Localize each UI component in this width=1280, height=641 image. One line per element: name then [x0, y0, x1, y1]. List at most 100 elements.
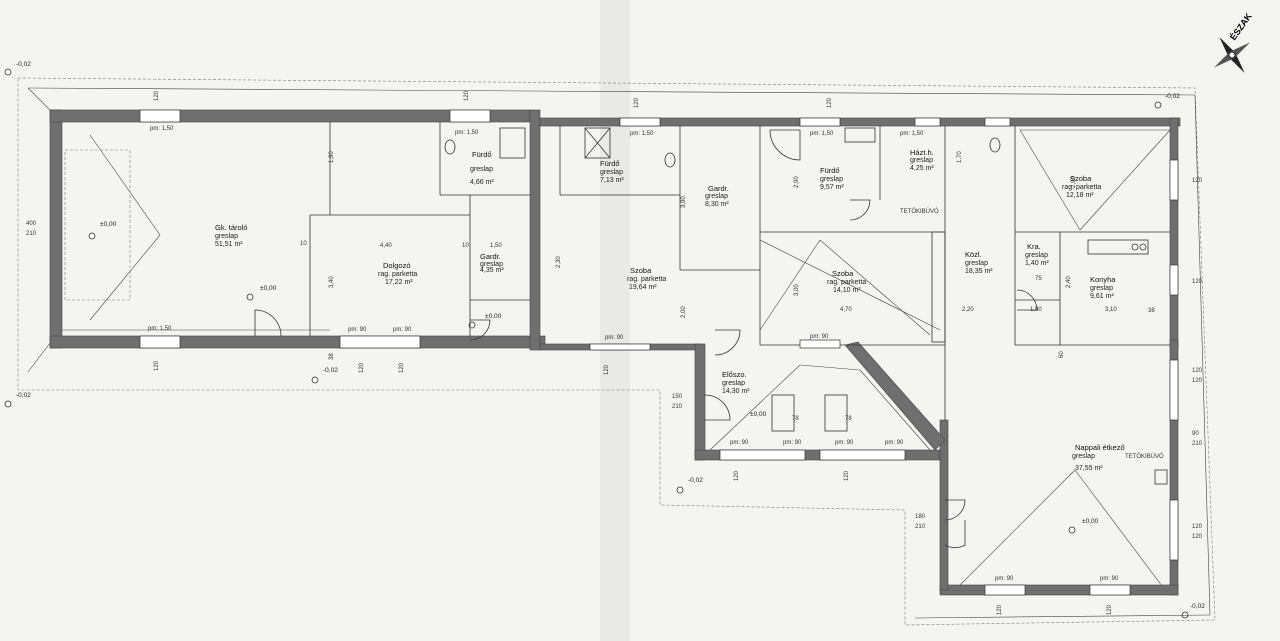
dimension-labels-part: 120 — [359, 362, 365, 373]
room-office-part: Dolgozó — [383, 261, 411, 270]
windows-part — [1169, 264, 1179, 296]
parapet-label: pm: 90 — [835, 440, 854, 446]
roof-lines-part — [709, 364, 801, 451]
room-bath-2-part: Fürdő — [600, 159, 620, 168]
level-markers-part — [468, 321, 476, 329]
room-garage-part: Gk. tároló — [215, 223, 248, 232]
windows-part — [139, 335, 181, 349]
windows-part — [1169, 359, 1179, 421]
level-marker: -0,02 — [16, 392, 31, 399]
level-marker: -0,02 — [1190, 603, 1205, 610]
exterior-walls-part — [939, 419, 949, 591]
bathroom-fixtures-part — [771, 394, 795, 432]
level-markers-part — [1068, 526, 1076, 534]
room-bedroom-2: Szoba rag. parketta 12,18 m² — [1062, 174, 1101, 199]
room-pantry-part: 1,40 m² — [1025, 260, 1049, 267]
parapet-label: pm: 1,50 — [810, 131, 834, 137]
dimension-labels-part: 210 — [672, 404, 683, 410]
level-markers-part — [88, 232, 96, 240]
doors-part — [1016, 289, 1038, 311]
room-wardrobe-1: Gardr. greslap 4,35 m² — [480, 252, 504, 274]
dimension-labels-part: 2,00 — [681, 306, 687, 318]
dimension-labels-part: 120 — [997, 604, 1003, 615]
level-markers-part — [4, 68, 12, 76]
room-wardrobe-2-part: 8,30 m² — [705, 201, 729, 208]
room-wardrobe-1-part: greslap — [480, 261, 503, 268]
dimension-labels-part: 210 — [1192, 441, 1203, 447]
dimension-labels-part: 120 — [634, 97, 640, 108]
exterior-walls-part — [529, 109, 541, 351]
parapet-label: pm: 90 — [995, 576, 1014, 582]
room-bath-1-part: Fürdő — [472, 150, 492, 159]
windows — [139, 109, 1179, 596]
doors-part — [704, 394, 731, 421]
roof-lines — [27, 87, 1211, 619]
room-bath-2-part: greslap — [600, 169, 623, 176]
room-bath-1: Fürdő greslap 4,66 m² — [470, 150, 494, 186]
dimension-labels-part: 2,90 — [1071, 176, 1077, 188]
dimension-labels-part: 3,40 — [329, 276, 335, 288]
room-living-dining-part: 37,55 m² — [1075, 465, 1103, 472]
room-bath-3: Fürdő greslap 9,57 m² — [820, 166, 844, 191]
parapet-label: pm: 90 — [393, 327, 412, 333]
room-kitchen: Konyha greslap 9,61 m² — [1090, 275, 1116, 300]
room-bedroom-1-part: Szoba — [630, 266, 652, 275]
level-marker: ±0,00 — [750, 411, 767, 418]
dimension-labels: 4,40 1,50 4,70 2,20 1,00 3,10 1,90 3,40 … — [26, 90, 1203, 615]
room-utility: Házt.h. greslap 4,25 m² — [910, 148, 934, 172]
level-marker: ±0,00 — [100, 221, 117, 228]
bathroom-fixtures-part — [844, 127, 876, 143]
bathroom-fixtures-part — [989, 137, 1001, 153]
windows-part — [589, 343, 651, 351]
roof-lines-part — [819, 239, 931, 336]
parapet-label: pm: 90 — [885, 440, 904, 446]
doors-part — [714, 329, 741, 356]
bathroom-fixtures-part — [499, 127, 526, 159]
level-markers: -0,02 -0,02 -0,02 -0,02 -0,02 -0,02 ±0,0… — [4, 61, 1205, 619]
windows-part — [984, 584, 1026, 596]
room-pantry-part: Kra. — [1027, 242, 1041, 251]
bathroom-fixtures — [64, 127, 1168, 485]
dimension-labels-part: 90 — [1192, 431, 1199, 437]
exterior-walls-part — [694, 343, 706, 461]
room-bath-1-part: greslap — [470, 166, 493, 173]
room-bedroom-2-part: 12,18 m² — [1066, 192, 1094, 199]
windows-part — [449, 109, 491, 123]
dimension-labels-part: 10 — [462, 243, 469, 249]
room-utility-part: greslap — [910, 157, 933, 164]
dimension-labels-part: 120 — [1192, 279, 1203, 285]
roof-hatch-label: TETŐKIBÚVÓ — [1125, 453, 1164, 460]
dimension-labels-part: 150 — [672, 394, 683, 400]
dimension-labels-part: 120 — [844, 470, 850, 481]
level-markers-part — [1154, 101, 1162, 109]
room-kitchen-part: greslap — [1090, 285, 1113, 292]
dimension-labels-part: 3,10 — [1105, 307, 1117, 313]
roof-lines-part — [759, 239, 941, 331]
room-living-dining: Nappali étkező greslap 37,55 m² — [1072, 443, 1125, 472]
room-kitchen-part: Konyha — [1090, 275, 1116, 284]
room-hallway-part: greslap — [965, 260, 988, 267]
doors-part — [254, 309, 282, 337]
room-wardrobe-1-part: 4,35 m² — [480, 267, 504, 274]
roof-lines-part — [27, 87, 1196, 96]
room-bedroom-1-part: rag. parketta — [627, 276, 666, 283]
parapet-label: pm: 1,50 — [150, 126, 174, 132]
windows-part — [1089, 584, 1131, 596]
room-pantry: Kra. greslap 1,40 m² — [1025, 242, 1049, 267]
exterior-walls-part — [1169, 117, 1179, 351]
dimension-labels-part: 3,90 — [681, 196, 687, 208]
doors-part — [944, 520, 966, 549]
dimension-labels-part: 78 — [792, 416, 799, 422]
roof-lines-part — [1074, 469, 1166, 591]
exterior-walls-part — [539, 117, 1181, 127]
dimension-labels-part: 2,90 — [794, 176, 800, 188]
level-marker: -0,02 — [688, 477, 703, 484]
north-arrow-icon — [1213, 36, 1251, 74]
room-bedroom-3-part: rag. parketta — [827, 279, 866, 286]
room-bath-3-part: 9,57 m² — [820, 184, 844, 191]
room-bath-3-part: greslap — [820, 176, 843, 183]
dimension-labels-part: 60 — [1059, 351, 1065, 358]
room-bedroom-3-part: Szoba — [832, 269, 854, 278]
bathroom-fixtures-part — [444, 139, 456, 155]
